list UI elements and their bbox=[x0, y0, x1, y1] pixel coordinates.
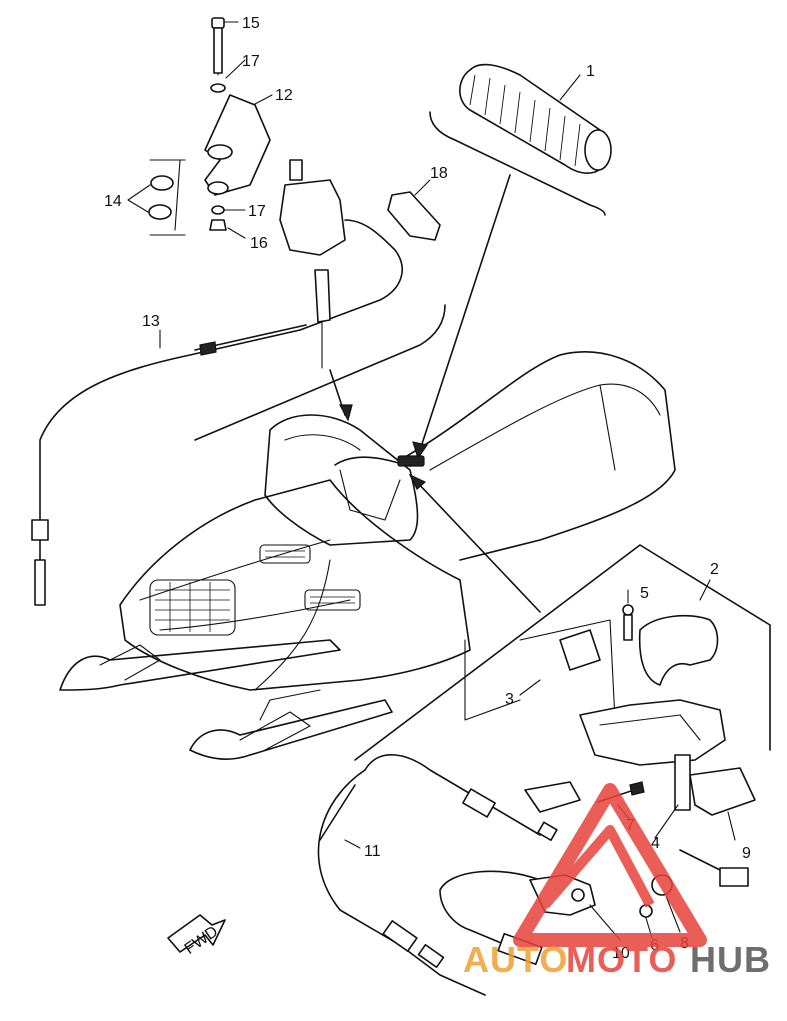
callout-5: 5 bbox=[640, 585, 649, 602]
callout-2: 2 bbox=[710, 561, 719, 578]
callout-17-lower: 17 bbox=[248, 203, 266, 220]
callout-4: 4 bbox=[651, 835, 660, 852]
lower-cable bbox=[317, 754, 749, 996]
callout-3: 3 bbox=[505, 691, 514, 708]
callout-13: 13 bbox=[142, 313, 160, 330]
watermark-text-moto: MOTO bbox=[566, 939, 677, 980]
grip-part bbox=[459, 63, 612, 174]
lever-housing-parts bbox=[524, 604, 756, 816]
watermark-logo: AUTO MOTO HUB bbox=[463, 783, 771, 980]
bracket-assembly bbox=[148, 17, 404, 369]
watermark-text-hub: HUB bbox=[690, 939, 771, 980]
callout-17-upper: 17 bbox=[242, 53, 260, 70]
callout-10: 10 bbox=[612, 945, 630, 962]
callout-1: 1 bbox=[586, 63, 595, 80]
arrow-grip bbox=[419, 174, 511, 451]
callout-labels: 1 2 3 4 5 6 7 8 9 10 11 12 13 14 15 16 1… bbox=[104, 15, 751, 962]
snowmobile-illustration bbox=[59, 351, 676, 760]
callout-18: 18 bbox=[430, 165, 448, 182]
watermark-text-auto: AUTO bbox=[463, 939, 568, 980]
callout-11: 11 bbox=[364, 843, 381, 860]
callout-15: 15 bbox=[242, 15, 260, 32]
callout-9: 9 bbox=[742, 845, 751, 862]
fwd-label: FWD bbox=[182, 923, 222, 958]
section-divider-grip bbox=[429, 111, 606, 216]
fwd-direction-arrow bbox=[167, 914, 226, 953]
callout-14: 14 bbox=[104, 193, 122, 210]
section-divider-upper bbox=[194, 304, 446, 441]
callout-16: 16 bbox=[250, 235, 268, 252]
leader-lines bbox=[127, 21, 736, 941]
callout-12: 12 bbox=[275, 87, 293, 104]
section-divider-lower bbox=[354, 544, 771, 761]
upper-cable bbox=[31, 324, 307, 606]
clip-part bbox=[387, 191, 441, 241]
arrow-lower bbox=[414, 479, 541, 613]
